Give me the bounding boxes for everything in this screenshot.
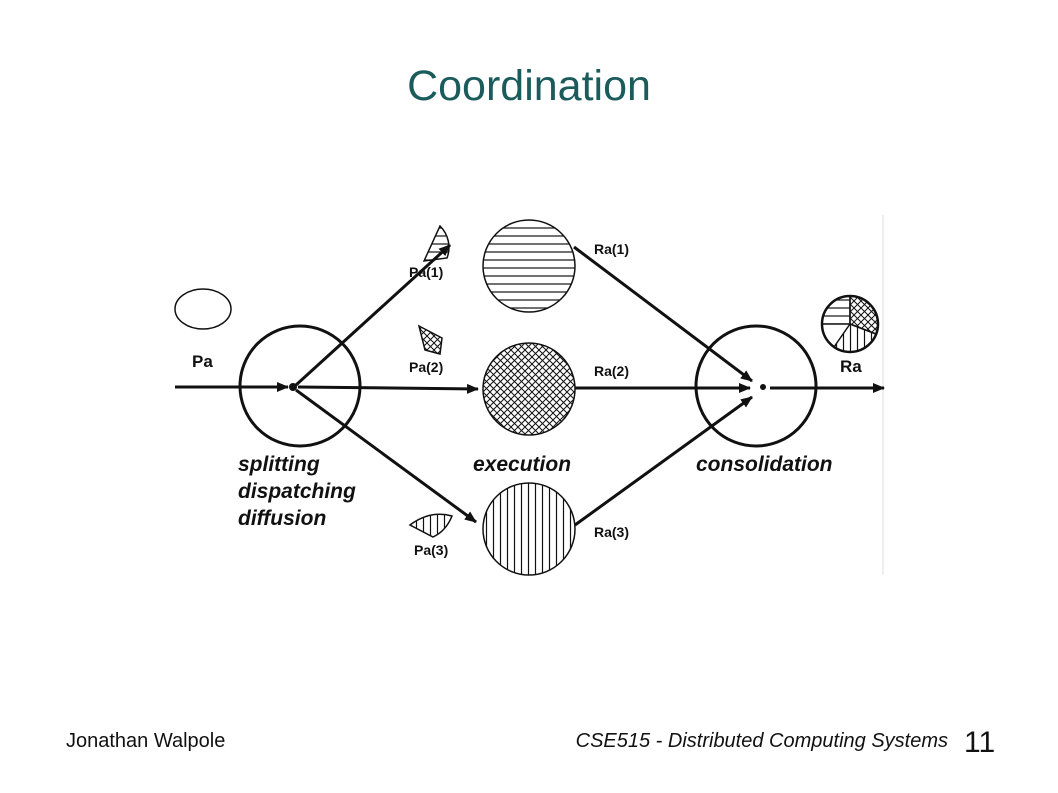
author-name: Jonathan Walpole (66, 730, 226, 752)
part-fragment-2 (417, 324, 443, 355)
result-label-3: Ra(3) (594, 524, 629, 540)
stage-label-diffusion: diffusion (238, 507, 326, 530)
consolidation-circle (694, 324, 818, 448)
input-label: Pa (192, 352, 213, 371)
stage-label-splitting: splitting (238, 453, 320, 476)
output-label: Ra (840, 357, 862, 376)
part-fragment-3 (408, 513, 454, 538)
result-arrow-1 (573, 245, 753, 383)
execution-node-2 (482, 342, 576, 436)
dispatch-arrow-3 (295, 388, 477, 524)
input-task-ellipse (174, 288, 232, 330)
execution-node-1 (482, 219, 576, 313)
part-label-3: Pa(3) (414, 542, 448, 558)
stage-label-execution: execution (473, 453, 571, 476)
slide-title: Coordination (407, 62, 651, 110)
part-label-2: Pa(2) (409, 359, 443, 375)
result-label-1: Ra(1) (594, 241, 629, 257)
split-point (289, 383, 297, 391)
dispatch-arrow-1 (294, 243, 452, 387)
merge-point (760, 384, 766, 390)
result-arrow-3 (574, 395, 753, 527)
page-number: 11 (964, 726, 996, 759)
execution-node-3 (482, 482, 576, 576)
part-label-1: Pa(1) (409, 264, 443, 280)
dispatch-arrow-2 (297, 383, 479, 394)
stage-label-dispatching: dispatching (238, 480, 356, 503)
result-label-2: Ra(2) (594, 363, 629, 379)
course-name: CSE515 - Distributed Computing Systems (575, 730, 948, 752)
stage-label-consolidation: consolidation (696, 453, 833, 476)
part-fragment-1 (422, 224, 450, 262)
result-pie (820, 294, 880, 354)
